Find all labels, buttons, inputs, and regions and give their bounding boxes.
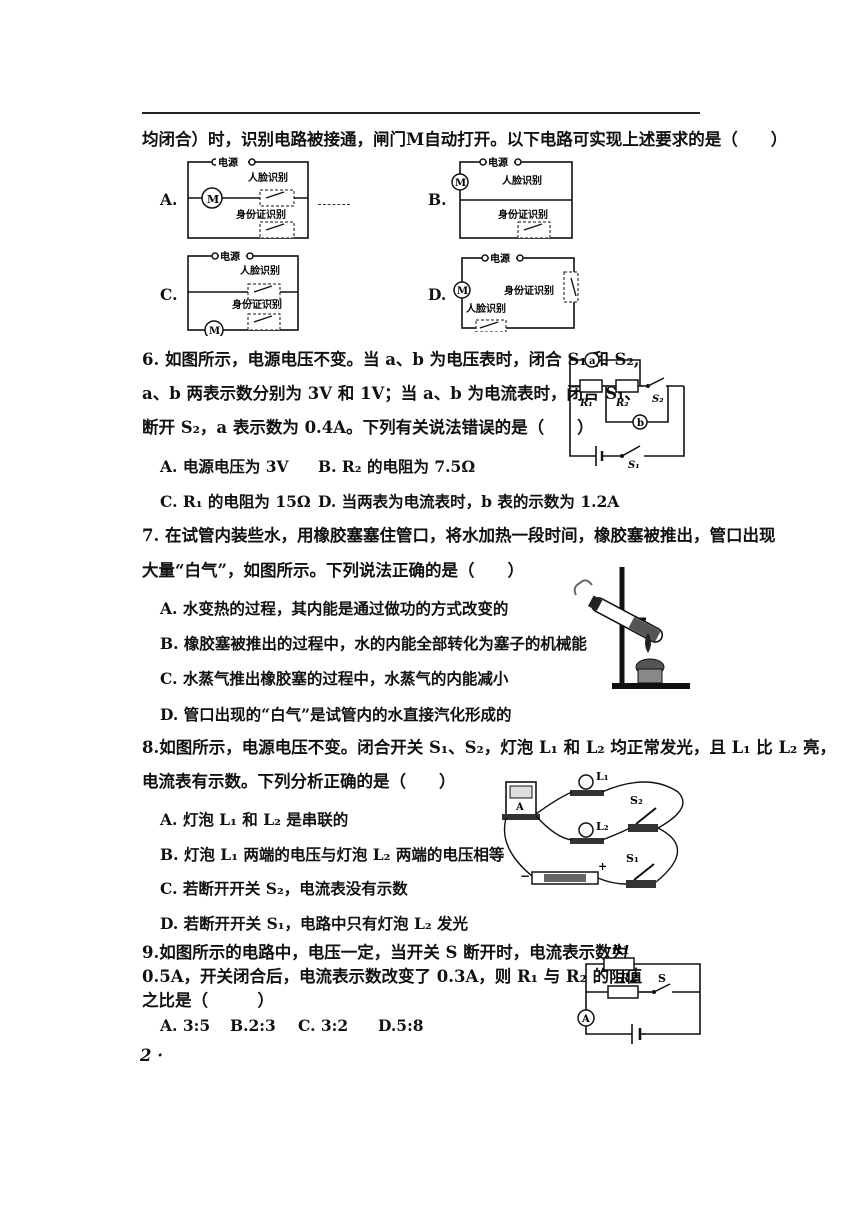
q5-option-b-letter[interactable]: B.	[428, 190, 447, 209]
q9-line-1: 9.如图所示的电路中，电压一定，当开关 S 断开时，电流表示数为	[142, 943, 629, 962]
q5-b-motor: M	[455, 178, 466, 189]
q5-option-c-letter[interactable]: C.	[160, 285, 178, 304]
separator-dash	[318, 204, 350, 205]
q7-option-a[interactable]: A. 水变热的过程，其内能是通过做功的方式改变的	[160, 599, 509, 618]
q5-b-face-label: 人脸识别	[502, 174, 542, 187]
q5-d-face-label: 人脸识别	[466, 302, 506, 315]
q6-meter-a: a	[589, 356, 596, 367]
q9-circuit: R1 R2 S A	[577, 943, 701, 1044]
q7-option-b[interactable]: B. 橡胶塞被推出的过程中，水的内能全部转化为塞子的机械能	[160, 634, 587, 653]
q5-d-power-label: 电源	[490, 252, 510, 265]
q9-s-label: S	[658, 972, 666, 985]
q5-option-d-letter[interactable]: D.	[428, 285, 447, 304]
q6-line-2: a、b 两表示数分别为 3V 和 1V；当 a、b 为电流表时，闭合 S₁、	[142, 384, 641, 403]
q5-intro: 均闭合）时，识别电路被接通，闸门M自动打开。以下电路可实现上述要求的是（ ）	[142, 130, 788, 149]
q7-option-c[interactable]: C. 水蒸气推出橡胶塞的过程中，水蒸气的内能减小	[160, 669, 509, 688]
q6-line-3: 断开 S₂，a 表示数为 0.4A。下列有关说法错误的是（ ）	[142, 418, 594, 437]
q5-option-a-letter[interactable]: A.	[160, 190, 178, 209]
q5-a-id-label: 身份证识别	[236, 208, 286, 221]
q5-c-power-label: 电源	[220, 250, 240, 263]
q8-option-c[interactable]: C. 若断开开关 S₂，电流表没有示数	[160, 879, 408, 898]
q8-option-b[interactable]: B. 灯泡 L₁ 两端的电压与灯泡 L₂ 两端的电压相等	[160, 845, 505, 864]
page-number: 2 ·	[140, 1046, 163, 1065]
q9-option-b[interactable]: B.2:3	[230, 1016, 276, 1035]
q9-r2-label: R2	[619, 971, 638, 985]
q6-s1-label: S₁	[628, 460, 640, 470]
q5-circuit-c[interactable]: 电源 人脸识别 身份证识别 M	[180, 246, 310, 336]
q5-b-id-label: 身份证识别	[498, 208, 548, 221]
q8-physical-circuit: A L₁ L₂ S₂ S₁ − +	[502, 770, 684, 888]
q8-l2-label: L₂	[596, 820, 609, 833]
q8-l1-label: L₁	[596, 770, 609, 783]
q8-s1-label: S₁	[626, 852, 639, 865]
q6-option-a[interactable]: A. 电源电压为 3V	[160, 457, 289, 476]
q5-d-motor: M	[457, 286, 468, 297]
q6-option-d[interactable]: D. 当两表为电流表时，b 表的示数为 1.2A	[318, 492, 620, 511]
header-rule	[142, 112, 700, 114]
q9-line-2: 0.5A，开关闭合后，电流表示数改变了 0.3A，则 R₁ 与 R₂ 的阻值	[142, 967, 643, 986]
q8-line-1: 8.如图所示，电源电压不变。闭合开关 S₁、S₂，灯泡 L₁ 和 L₂ 均正常发…	[142, 738, 837, 757]
q8-option-a[interactable]: A. 灯泡 L₁ 和 L₂ 是串联的	[160, 810, 349, 829]
q7-test-tube-figure	[573, 567, 690, 689]
q8-option-d[interactable]: D. 若断开开关 S₁，电路中只有灯泡 L₂ 发光	[160, 914, 469, 933]
q5-a-power-label: 电源	[218, 156, 238, 169]
q5-circuit-a[interactable]: 电源 M 人脸识别 身份证识别	[180, 150, 315, 245]
q6-meter-b: b	[637, 418, 644, 429]
q9-ammeter-label: A	[581, 1014, 590, 1025]
q5-c-motor: M	[209, 326, 220, 336]
q5-b-power-label: 电源	[488, 156, 508, 169]
q6-circuit: S₁ R₁ R₂ S₂ a b	[569, 352, 685, 470]
q8-line-2: 电流表有示数。下列分析正确的是（ ）	[142, 772, 456, 791]
q8-battery-plus: +	[598, 860, 607, 873]
q8-s2-label: S₂	[630, 794, 643, 807]
q6-r1-label: R₁	[579, 398, 593, 409]
q8-ammeter-label: A	[515, 802, 524, 813]
q6-s2-label: S₂	[652, 394, 664, 405]
q8-battery-minus: −	[520, 869, 530, 883]
q9-option-c[interactable]: C. 3:2	[298, 1016, 349, 1035]
q6-line-1: 6. 如图所示，电源电压不变。当 a、b 为电压表时，闭合 S₁ 和 S₂,	[142, 350, 640, 369]
q5-d-id-label: 身份证识别	[504, 284, 554, 297]
q7-line-1: 7. 在试管内装些水，用橡胶塞塞住管口，将水加热一段时间，橡胶塞被推出，管口出现	[142, 526, 776, 545]
q5-a-motor: M	[207, 193, 219, 206]
q5-a-face-label: 人脸识别	[248, 171, 288, 184]
q9-r1-label: R1	[611, 943, 630, 957]
q5-circuit-b[interactable]: 电源 M 人脸识别 身份证识别	[448, 152, 578, 244]
q6-option-c[interactable]: C. R₁ 的电阻为 15Ω	[160, 492, 311, 511]
q5-c-id-label: 身份证识别	[232, 298, 282, 311]
q7-line-2: 大量“白气”，如图所示。下列说法正确的是（ ）	[142, 561, 524, 580]
q9-option-a[interactable]: A. 3:5	[160, 1016, 211, 1035]
q9-line-3: 之比是（ ）	[142, 991, 274, 1010]
q5-circuit-d[interactable]: 电源 M 身份证识别 人脸识别	[450, 250, 580, 332]
q6-r2-label: R₂	[615, 398, 629, 409]
q7-option-d[interactable]: D. 管口出现的“白气”是试管内的水直接汽化形成的	[160, 705, 512, 724]
q5-c-face-label: 人脸识别	[240, 264, 280, 277]
q6-option-b[interactable]: B. R₂ 的电阻为 7.5Ω	[318, 457, 476, 476]
q9-option-d[interactable]: D.5:8	[378, 1016, 424, 1035]
